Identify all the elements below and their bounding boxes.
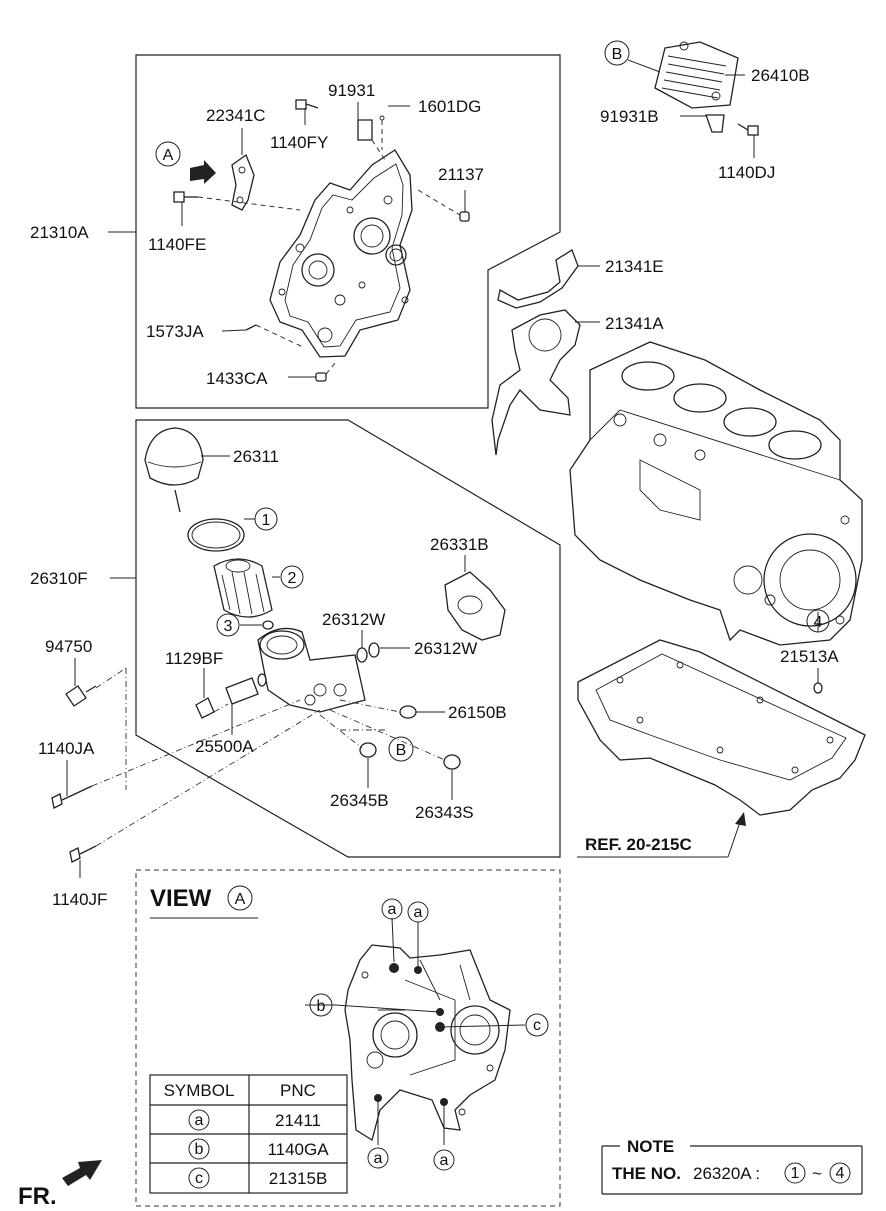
callout-4: 4 [814, 614, 823, 631]
label-94750: 94750 [45, 637, 92, 656]
callout-a-top: A [163, 147, 174, 164]
note-tilde: ~ [812, 1164, 822, 1183]
note-prefix: THE NO. [612, 1164, 681, 1183]
leader-lines [66, 59, 819, 1145]
callout-a-4: a [440, 1152, 449, 1169]
callout-3: 3 [224, 618, 233, 635]
label-26312W-top: 26312W [322, 610, 385, 629]
gasket-drawing [491, 249, 581, 456]
view-a-cover-drawing [344, 944, 511, 1142]
table-header-pnc: PNC [280, 1081, 316, 1100]
callout-1: 1 [262, 512, 271, 529]
label-91931B: 91931B [600, 107, 659, 126]
label-26310F: 26310F [30, 569, 88, 588]
label-21341E: 21341E [605, 257, 664, 276]
oil-filter-drawing [51, 427, 506, 863]
callout-b-mid: B [396, 742, 407, 759]
label-1140JF: 1140JF [52, 890, 107, 909]
label-1601DG: 1601DG [418, 97, 481, 116]
label-26311: 26311 [233, 447, 279, 466]
note-from: 1 [791, 1165, 800, 1182]
label-1140FE: 1140FE [148, 235, 206, 254]
label-26150B: 26150B [448, 703, 507, 722]
label-21137: 21137 [438, 165, 484, 184]
label-1140DJ: 1140DJ [718, 163, 775, 182]
oil-filter-group-outline [135, 419, 561, 858]
label-26345B: 26345B [330, 791, 389, 810]
label-91931: 91931 [328, 81, 375, 100]
label-21513A: 21513A [780, 647, 839, 666]
label-ref: REF. 20-215C [585, 835, 692, 854]
symbol-table [149, 1074, 348, 1194]
ref-arrowhead [735, 812, 746, 826]
label-21310A: 21310A [30, 223, 89, 242]
callout-circles [155, 40, 830, 1171]
table-header-symbol: SYMBOL [164, 1081, 235, 1100]
note-box [601, 1145, 863, 1195]
view-title: VIEW [150, 885, 212, 912]
table-pnc-c: 21315B [269, 1169, 328, 1188]
label-1573JA: 1573JA [146, 322, 204, 341]
label-1140FY: 1140FY [270, 133, 328, 152]
label-25500A: 25500A [195, 737, 254, 756]
callout-a-3: a [374, 1150, 383, 1167]
oil-cooler-drawing [654, 41, 759, 136]
note-to: 4 [836, 1165, 845, 1182]
view-letter: A [235, 891, 246, 908]
view-a-arrow [190, 160, 216, 184]
engine-block-drawing [569, 341, 863, 646]
label-1433CA: 1433CA [206, 369, 268, 388]
table-pnc-b: 1140GA [267, 1140, 329, 1159]
callout-a-1: a [388, 901, 397, 918]
label-21341A: 21341A [605, 314, 664, 333]
label-26331B: 26331B [430, 535, 489, 554]
table-pnc-a: 21411 [275, 1111, 321, 1130]
front-label: FR. [18, 1183, 57, 1210]
note-number: 26320A : [693, 1164, 760, 1183]
label-26312W-right: 26312W [414, 639, 477, 658]
label-1129BF: 1129BF [165, 649, 223, 668]
callout-a-2: a [414, 904, 423, 921]
table-symbol-b: b [195, 1141, 204, 1158]
label-26343S: 26343S [415, 803, 474, 822]
label-22341C: 22341C [206, 106, 266, 125]
timing-cover-group-outline [135, 54, 561, 409]
oil-pan-drawing [577, 639, 866, 816]
table-symbol-a: a [195, 1112, 204, 1129]
callout-b-view: b [317, 998, 326, 1015]
note-title: NOTE [627, 1137, 674, 1156]
callout-b-top: B [612, 46, 623, 63]
label-26410B: 26410B [751, 66, 810, 85]
label-1140JA: 1140JA [38, 739, 95, 758]
view-a-outline [135, 869, 561, 1207]
callout-c-view: c [533, 1017, 541, 1034]
table-symbol-c: c [195, 1170, 203, 1187]
callout-2: 2 [288, 570, 297, 587]
front-arrow-icon [62, 1160, 102, 1186]
